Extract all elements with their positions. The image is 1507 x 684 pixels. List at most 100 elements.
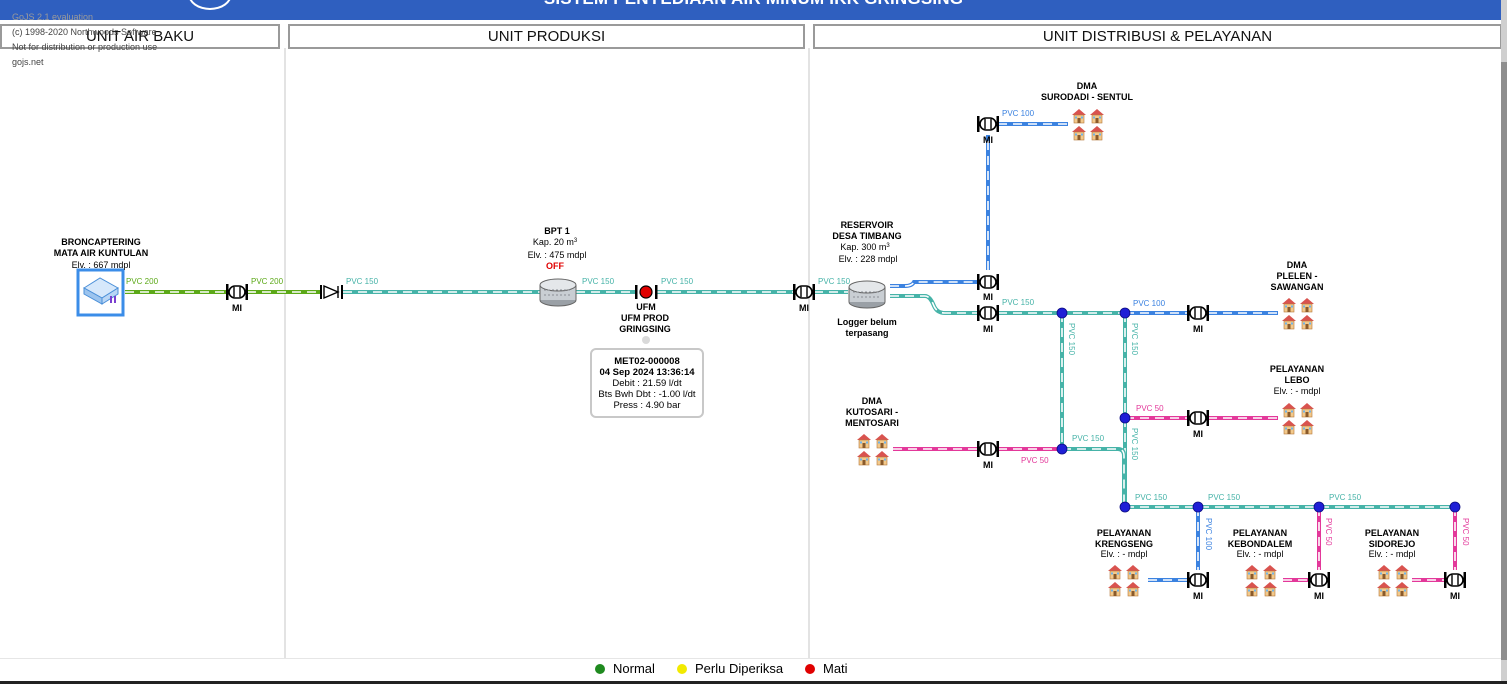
scrollbar-thumb[interactable]: [1501, 62, 1507, 660]
status-dot-icon: [805, 664, 815, 674]
bottom-border: [0, 681, 1507, 684]
column-divider: [284, 48, 286, 658]
node-title: PELAYANAN: [1365, 528, 1419, 538]
pipe-kutosari-bottom[interactable]: [1062, 447, 1126, 507]
section-header-distribusi: UNIT DISTRIBUSI & PELAYANAN: [813, 24, 1502, 49]
node-title: PELAYANAN: [1097, 528, 1151, 538]
pipe-label: PVC 150: [1135, 493, 1168, 502]
section-header-produksi: UNIT PRODUKSI: [288, 24, 805, 49]
pipe-label: PVC 50: [1324, 518, 1333, 546]
legend-item-mati: Mati: [805, 661, 848, 676]
node-title: SAWANGAN: [1270, 282, 1323, 292]
node-elevation: Elv. : - mdpl: [1274, 386, 1321, 396]
meter-icon[interactable]: [976, 115, 1000, 133]
junction-node[interactable]: [1449, 501, 1461, 513]
meter-icon[interactable]: [1307, 571, 1331, 589]
node-title: SIDOREJO: [1369, 539, 1416, 549]
node-title: UFM PROD: [621, 313, 669, 323]
pipe-label: PVC 100: [1002, 109, 1035, 118]
node-elevation: Elv. : - mdpl: [1101, 549, 1148, 559]
node-title: BPT 1: [544, 226, 570, 236]
meter-icon[interactable]: [976, 273, 1000, 291]
pipe-krengseng[interactable]: [1148, 507, 1200, 582]
pipe-label: PVC 150: [1002, 298, 1035, 307]
junction-node[interactable]: [1192, 501, 1204, 513]
meter-icon[interactable]: [225, 283, 249, 301]
meter-label: MI: [232, 303, 242, 313]
ufm-meter-icon[interactable]: [635, 285, 658, 299]
meter-icon[interactable]: [976, 440, 1000, 458]
evaluation-watermark: GoJS 2.1 evaluation (c) 1998-2020 Northw…: [12, 10, 157, 70]
junction-node[interactable]: [1119, 501, 1131, 513]
pipe-label: PVC 50: [1021, 456, 1049, 465]
house-icon: [1282, 403, 1314, 434]
node-title: MENTOSARI: [845, 418, 899, 428]
pipe-label: PVC 150: [1329, 493, 1362, 502]
house-icon: [1377, 565, 1409, 596]
tank-icon[interactable]: [848, 280, 886, 309]
meter-label: MI: [799, 303, 809, 313]
node-title: UFM: [636, 302, 656, 312]
legend-label: Perlu Diperiksa: [695, 661, 784, 676]
status-dot-icon: [595, 664, 605, 674]
pipe-sidorejo[interactable]: [1412, 507, 1457, 582]
junction-node[interactable]: [1119, 412, 1131, 424]
node-title: KUTOSARI -: [846, 407, 898, 417]
meter-label: MI: [983, 460, 993, 470]
vertical-scrollbar[interactable]: [1501, 0, 1507, 684]
house-icon: [1108, 565, 1140, 596]
meter-label: MI: [1193, 324, 1203, 334]
junction-node[interactable]: [1313, 501, 1325, 513]
pipe-label: PVC 200: [126, 277, 159, 286]
status-legend: Normal Perlu Diperiksa Mati: [0, 660, 1501, 678]
node-title: PELAYANAN: [1270, 364, 1324, 374]
node-capacity: Kap. 20 m3: [533, 237, 578, 247]
meter-icon[interactable]: [792, 283, 816, 301]
node-title: LEBO: [1284, 375, 1309, 385]
junction-node[interactable]: [1056, 443, 1068, 455]
junction-node[interactable]: [1119, 307, 1131, 319]
meter-icon[interactable]: [1186, 304, 1210, 322]
pipe-label: PVC 150: [1130, 323, 1139, 356]
meter-debit: Debit : 21.59 l/dt: [612, 378, 682, 389]
meter-id: MET02-000008: [614, 356, 680, 367]
meter-icon[interactable]: [1186, 571, 1210, 589]
node-title: DESA TIMBANG: [832, 231, 901, 241]
node-elevation: Elv. : 475 mdpl: [528, 250, 587, 260]
meter-datetime: 04 Sep 2024 13:36:14: [599, 367, 695, 378]
pipe-reservoir-surodadi[interactable]: [890, 122, 1068, 288]
house-icon: [857, 434, 889, 465]
meter-icon[interactable]: [1443, 571, 1467, 589]
pipe-kebondalem[interactable]: [1283, 507, 1321, 582]
broncaptering-icon[interactable]: [76, 268, 125, 317]
tank-icon[interactable]: [539, 278, 577, 307]
column-divider: [808, 48, 810, 658]
legend-label: Mati: [823, 661, 848, 676]
pipe-label: PVC 150: [1067, 323, 1076, 356]
node-status: OFF: [546, 261, 564, 271]
meter-icon[interactable]: [976, 304, 1000, 322]
meter-info-card[interactable]: MET02-000008 04 Sep 2024 13:36:14 Debit …: [590, 348, 704, 418]
legend-item-perlu-diperiksa: Perlu Diperiksa: [677, 661, 783, 676]
meter-label: MI: [1193, 591, 1203, 601]
status-dot-icon: [677, 664, 687, 674]
node-title: RESERVOIR: [841, 220, 894, 230]
node-capacity: Kap. 300 m3: [840, 242, 890, 252]
node-title: BRONCAPTERING: [61, 237, 141, 247]
network-diagram[interactable]: PVC 200 PVC 200 PVC 150 PVC 150 PVC 150 …: [0, 0, 1500, 660]
meter-icon[interactable]: [1186, 409, 1210, 427]
node-elevation: Elv. : 228 mdpl: [839, 254, 898, 264]
node-title: KEBONDALEM: [1228, 539, 1293, 549]
pipe-label: PVC 200: [251, 277, 284, 286]
junction-node[interactable]: [1056, 307, 1068, 319]
status-dot-icon: [642, 336, 650, 344]
meter-pressure: Press : 4.90 bar: [613, 400, 681, 411]
page-title: SISTEM PENYEDIAAN AIR MINUM IKK GRINGSIN…: [0, 0, 1507, 9]
pipe-label: PVC 100: [1133, 299, 1166, 308]
pipe-label: PVC 150: [661, 277, 694, 286]
valve-icon[interactable]: [320, 284, 343, 300]
house-icon: [1072, 109, 1104, 140]
node-elevation: Elv. : 667 mdpl: [72, 260, 131, 270]
node-title: GRINGSING: [619, 324, 671, 334]
section-header-air-baku: UNIT AIR BAKU: [0, 24, 280, 49]
